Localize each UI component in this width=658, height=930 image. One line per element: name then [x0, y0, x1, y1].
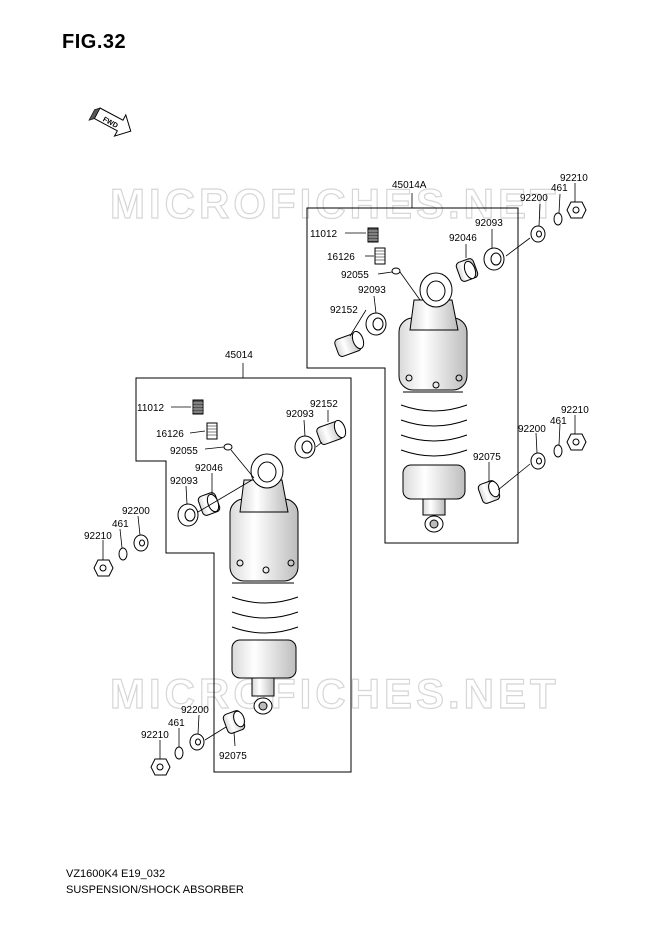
- washer-461-c: [118, 547, 128, 561]
- part-label-92210-d: 92210: [141, 730, 169, 741]
- nut-92210-c: [93, 559, 114, 577]
- drawing-title: SUSPENSION/SHOCK ABSORBER: [66, 884, 244, 896]
- part-label-92075: 92075: [473, 452, 501, 463]
- washer-461-d: [174, 746, 184, 760]
- spring-11012-a: [367, 227, 379, 243]
- o-ring-92055-b: [223, 443, 233, 451]
- part-label-461-d: 461: [168, 718, 185, 729]
- part-label-92093-d: 92093: [170, 476, 198, 487]
- nut-92210-b: [566, 433, 587, 451]
- assembly-45014a: 45014A 11012 16126 92055 92093 92152 920…: [306, 173, 589, 544]
- part-label-11012: 11012: [310, 229, 338, 240]
- seal-92093-b: [483, 247, 505, 271]
- part-label-16126: 16126: [327, 252, 355, 263]
- washer-92200-a: [530, 225, 546, 243]
- part-label-92200-d: 92200: [181, 705, 209, 716]
- nut-92210-d: [150, 758, 171, 776]
- spring-11012-b: [192, 399, 204, 415]
- bearing-92046-b: [197, 492, 221, 516]
- shock-absorber-45014: [229, 453, 299, 715]
- figure-title: FIG.32: [62, 31, 127, 53]
- part-label-92200: 92200: [520, 193, 548, 204]
- assembly-number-45014a: 45014A: [392, 180, 427, 191]
- part-label-92055: 92055: [341, 270, 369, 281]
- assembly-frame-45014a: [306, 207, 519, 544]
- shock-absorber-45014a: [398, 272, 468, 533]
- assembly-number-45014: 45014: [225, 350, 253, 361]
- nut-92210-a: [566, 201, 587, 219]
- part-label-92152: 92152: [330, 305, 358, 316]
- o-ring-92055-a: [391, 267, 401, 275]
- washer-92200-c: [133, 534, 149, 552]
- part-label-92075-b: 92075: [219, 751, 247, 762]
- part-label-92093-b: 92093: [475, 218, 503, 229]
- collar-92075-a: [477, 480, 501, 504]
- watermark-top: MICROFICHES.NET: [110, 180, 560, 227]
- collar-92075-b: [222, 710, 246, 734]
- seal-92093-c: [294, 435, 316, 459]
- bushing-92152-b: [316, 419, 347, 445]
- washer-92200-b: [530, 452, 546, 470]
- part-label-92093-c: 92093: [286, 409, 314, 420]
- pin-16126-b: [206, 422, 218, 440]
- assembly-frame-45014: [135, 377, 352, 773]
- bearing-92046-a: [455, 258, 479, 282]
- washer-92200-d: [189, 733, 205, 751]
- bushing-92152-a: [334, 330, 365, 357]
- part-label-92055-b: 92055: [170, 446, 198, 457]
- washer-461-a: [553, 212, 563, 226]
- part-label-92210-b: 92210: [561, 405, 589, 416]
- part-label-92210-c: 92210: [84, 531, 112, 542]
- assembly-45014: 45014 11012 92152 92093 16126 92055 9204…: [84, 350, 352, 776]
- drawing-code: VZ1600K4 E19_032: [66, 868, 166, 880]
- seal-92093-d: [177, 503, 199, 527]
- pin-16126-a: [374, 247, 386, 265]
- part-label-92093: 92093: [358, 285, 386, 296]
- part-label-92152-b: 92152: [310, 399, 338, 410]
- part-label-92200-b: 92200: [518, 424, 546, 435]
- washer-461-b: [553, 444, 563, 458]
- part-label-16126-b: 16126: [156, 429, 184, 440]
- part-label-461-b: 461: [550, 416, 567, 427]
- part-label-11012-b: 11012: [137, 403, 165, 414]
- part-label-92210: 92210: [560, 173, 588, 184]
- part-label-461-c: 461: [112, 519, 129, 530]
- part-label-92046: 92046: [449, 233, 477, 244]
- watermark-bottom: MICROFICHES.NET: [110, 670, 560, 717]
- part-label-92200-c: 92200: [122, 506, 150, 517]
- part-label-92046-b: 92046: [195, 463, 223, 474]
- seal-92093-a: [365, 312, 387, 336]
- fwd-arrow-icon: FWD: [88, 107, 132, 137]
- part-label-461: 461: [551, 183, 568, 194]
